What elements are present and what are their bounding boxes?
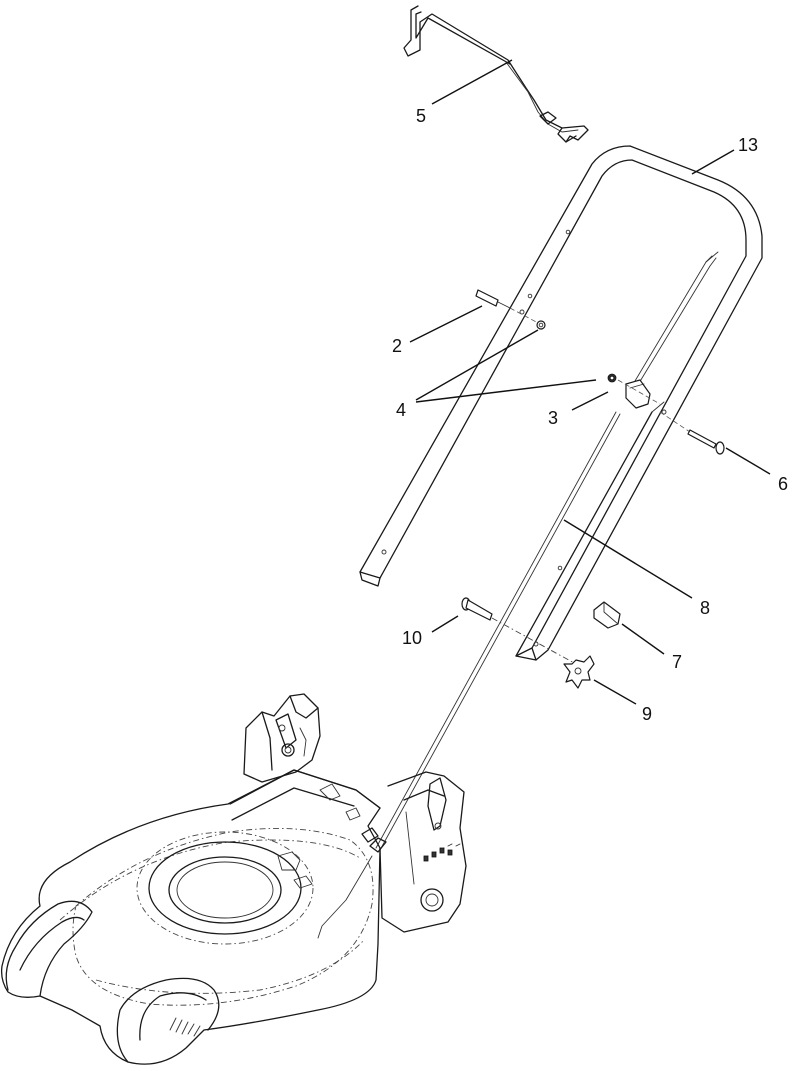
part-3-cable-clip [607,373,661,409]
leader-4b [415,379,597,403]
leader-7 [621,623,665,655]
callouts: 5 13 2 4 3 6 8 10 7 9 [392,106,788,724]
part-7-cable-adjuster [593,601,621,629]
leader-2 [409,305,483,343]
part-4-nut-upper [536,320,546,330]
part-6-pin [659,411,725,455]
leader-6 [725,447,771,475]
leader-9 [593,679,637,705]
callout-13: 13 [738,135,758,155]
callout-3: 3 [548,408,558,428]
leader-4a [415,329,539,401]
callout-5: 5 [416,106,426,126]
part-9-knob [563,655,595,689]
leader-8 [563,519,693,599]
leader-3 [571,391,609,411]
part-13-upper-handle [359,145,763,661]
part-2-bolt [475,289,541,325]
callout-10: 10 [402,628,422,648]
leader-5 [431,59,513,105]
leader-13 [691,149,735,175]
leader-10 [431,615,459,633]
leader-lines [409,59,771,705]
callout-7: 7 [672,652,682,672]
callout-4: 4 [396,400,406,420]
mower-deck [0,693,467,1065]
part-10-bolt [461,597,577,665]
callout-2: 2 [392,336,402,356]
part-5-control-bail [403,5,589,143]
callout-9: 9 [642,704,652,724]
callout-8: 8 [700,598,710,618]
callout-6: 6 [778,474,788,494]
